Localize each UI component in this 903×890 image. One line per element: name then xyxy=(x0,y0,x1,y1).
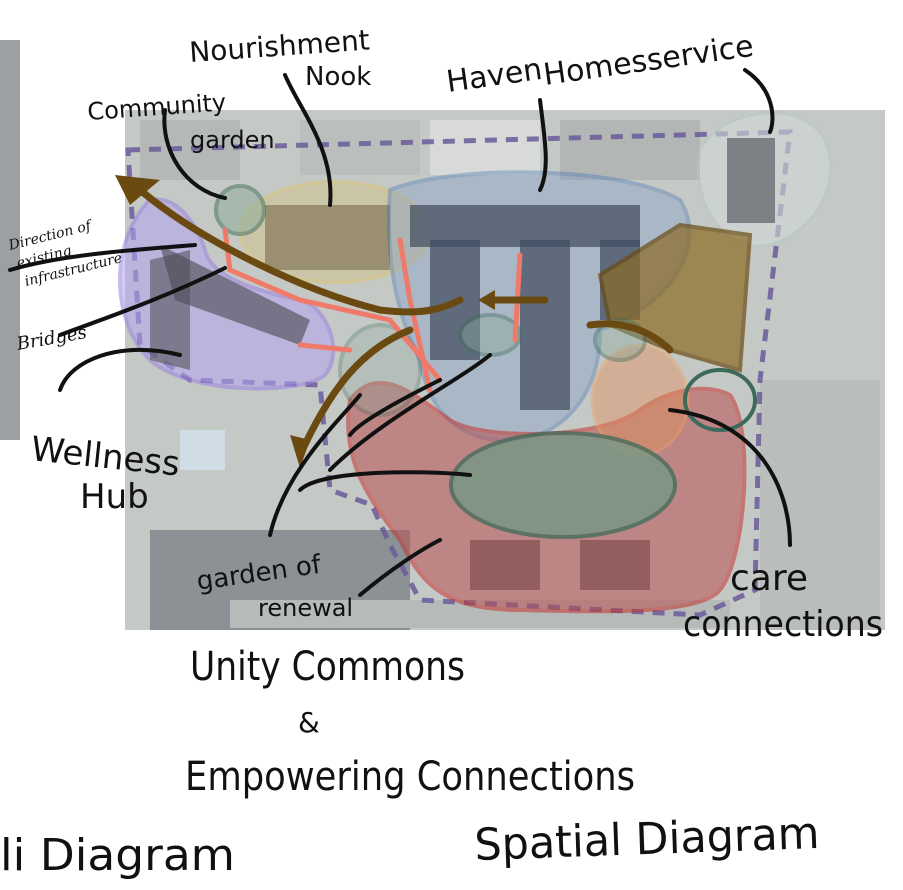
label-care-connections-line1: care xyxy=(730,558,808,599)
label-unity-commons: Unity Commons xyxy=(190,644,465,690)
label-ampersand: & xyxy=(298,706,320,739)
label-nourishment-nook-line2: Nook xyxy=(305,62,371,92)
label-wellness-hub-line2: Hub xyxy=(80,477,149,517)
caption-spatial-diagram: Spatial Diagram xyxy=(474,808,821,871)
garden-of-renewal-zone xyxy=(451,433,675,537)
label-garden-of-renewal-line2: renewal xyxy=(258,594,353,622)
label-empowering-connections: Empowering Connections xyxy=(185,754,635,800)
label-homes-service: Homesservice xyxy=(541,29,755,93)
label-community-garden-line2: garden xyxy=(190,126,275,154)
label-bridges: Bridges xyxy=(14,322,88,355)
label-haven: Haven xyxy=(444,52,544,100)
caption-left-diagram: li Diagram xyxy=(0,830,235,881)
label-care-connections-line2: connections xyxy=(683,604,883,645)
